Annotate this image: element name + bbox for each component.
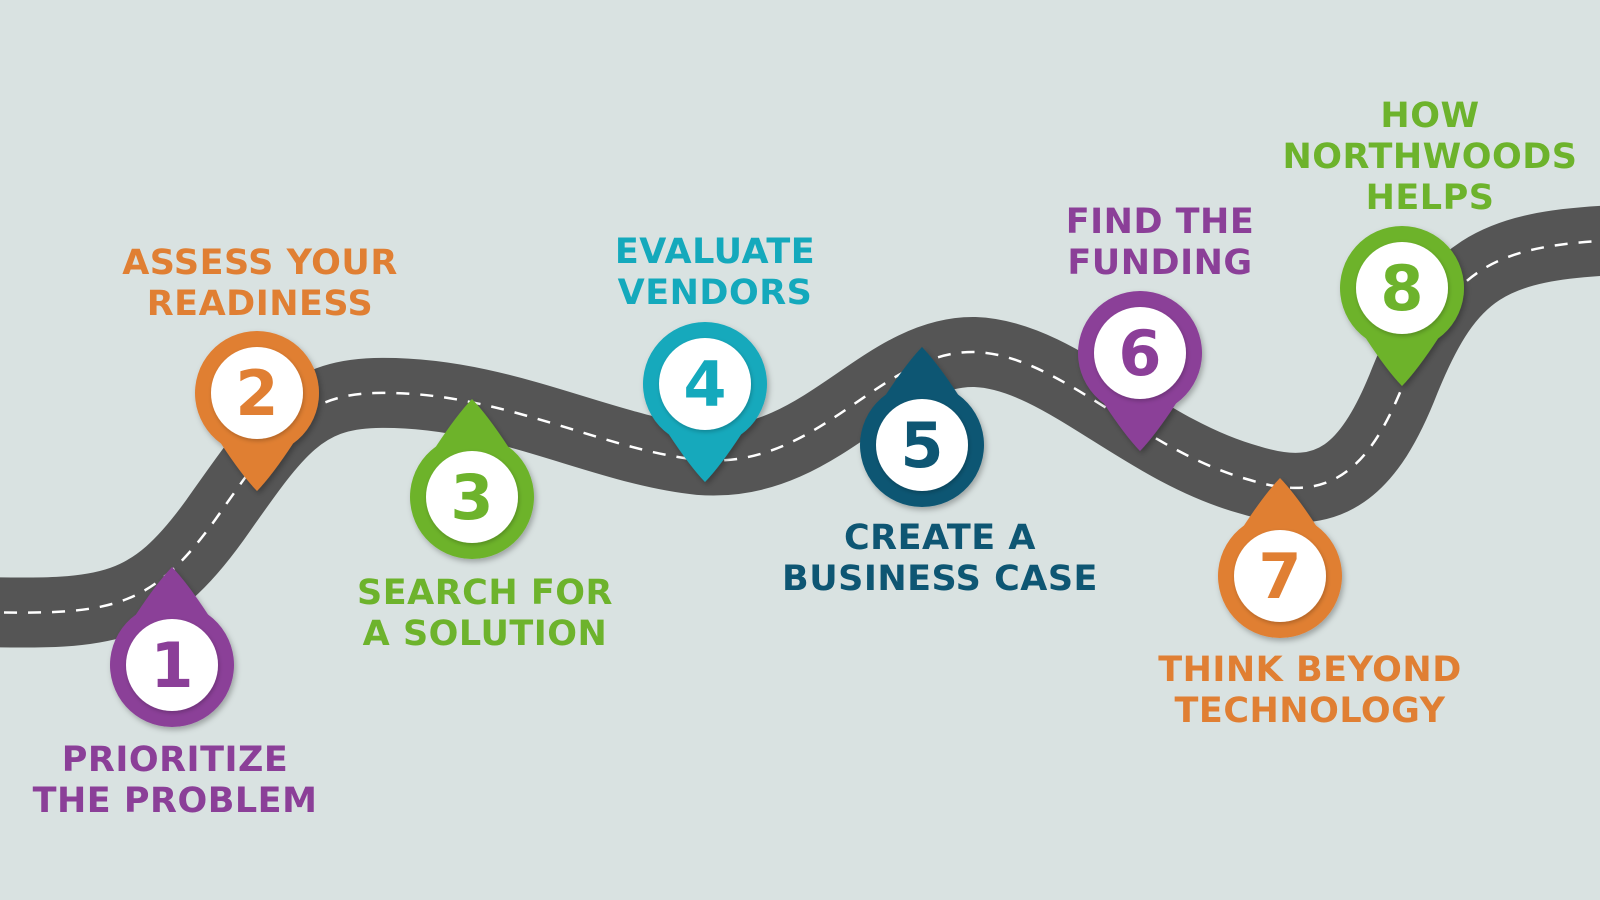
step-2-label-line-1: ASSESS YOUR (122, 243, 398, 283)
step-6-label-line-1: FIND THE (1065, 202, 1255, 242)
step-3-label-line-1: SEARCH FOR (357, 573, 613, 613)
step-2-label: ASSESS YOUR READINESS (100, 243, 420, 325)
step-6-number-circle (1094, 307, 1186, 399)
step-5-label-line-1: CREATE A (844, 518, 1036, 558)
step-7-label: THINK BEYOND TECHNOLOGY (1145, 650, 1475, 732)
step-2-number: 2 (235, 357, 278, 430)
step-5-label: CREATE A BUSINESS CASE (770, 518, 1110, 600)
step-8-label-line-1: HOW (1380, 96, 1480, 136)
step-4-number: 4 (683, 348, 726, 421)
step-1-number: 1 (150, 629, 193, 702)
step-1-number-circle (126, 619, 218, 711)
step-6-pin: 6 (1078, 291, 1202, 451)
milestone-pins: 1 2 3 4 5 6 7 8 (109, 225, 1465, 727)
step-2-pin: 2 (195, 330, 319, 491)
step-1-label-line-2: THE PROBLEM (32, 781, 318, 821)
step-4-label-line-1: EVALUATE (614, 232, 816, 272)
step-1-label-line-1: PRIORITIZE (61, 740, 289, 780)
step-6-number: 6 (1118, 317, 1161, 390)
step-3-pin: 3 (410, 399, 534, 559)
step-5-pin: 5 (860, 347, 985, 507)
step-8-number: 8 (1380, 252, 1423, 325)
step-1-label: PRIORITIZE THE PROBLEM (20, 740, 330, 822)
step-6-label: FIND THE FUNDING (1040, 202, 1280, 284)
road-center-line (0, 239, 1600, 614)
step-4-label: EVALUATE VENDORS (590, 232, 840, 314)
step-8-label: HOW NORTHWOODS HELPS (1270, 96, 1590, 219)
step-8-label-line-2: NORTHWOODS (1282, 137, 1578, 177)
step-7-number: 7 (1258, 540, 1301, 613)
step-4-pin: 4 (643, 321, 768, 482)
step-3-number-circle (426, 451, 518, 543)
step-7-number-circle (1234, 530, 1326, 622)
step-3-number: 3 (450, 461, 493, 534)
step-8-pin: 8 (1339, 225, 1465, 386)
step-8-label-line-3: HELPS (1365, 178, 1495, 218)
step-7-label-line-2: TECHNOLOGY (1174, 691, 1446, 731)
step-3-label-line-2: A SOLUTION (362, 614, 608, 654)
step-1-pin: 1 (109, 567, 234, 727)
step-3-label: SEARCH FOR A SOLUTION (335, 573, 635, 655)
step-4-label-line-2: VENDORS (617, 273, 813, 313)
step-2-label-line-2: READINESS (146, 284, 374, 324)
step-5-number: 5 (900, 409, 943, 482)
step-2-number-circle (211, 347, 303, 439)
step-8-number-circle (1356, 242, 1448, 334)
step-5-number-circle (876, 399, 968, 491)
step-5-label-line-2: BUSINESS CASE (782, 559, 1098, 599)
step-7-pin: 7 (1218, 478, 1342, 638)
step-4-number-circle (659, 338, 751, 430)
step-6-label-line-2: FUNDING (1067, 243, 1253, 283)
step-7-label-line-1: THINK BEYOND (1158, 650, 1462, 690)
